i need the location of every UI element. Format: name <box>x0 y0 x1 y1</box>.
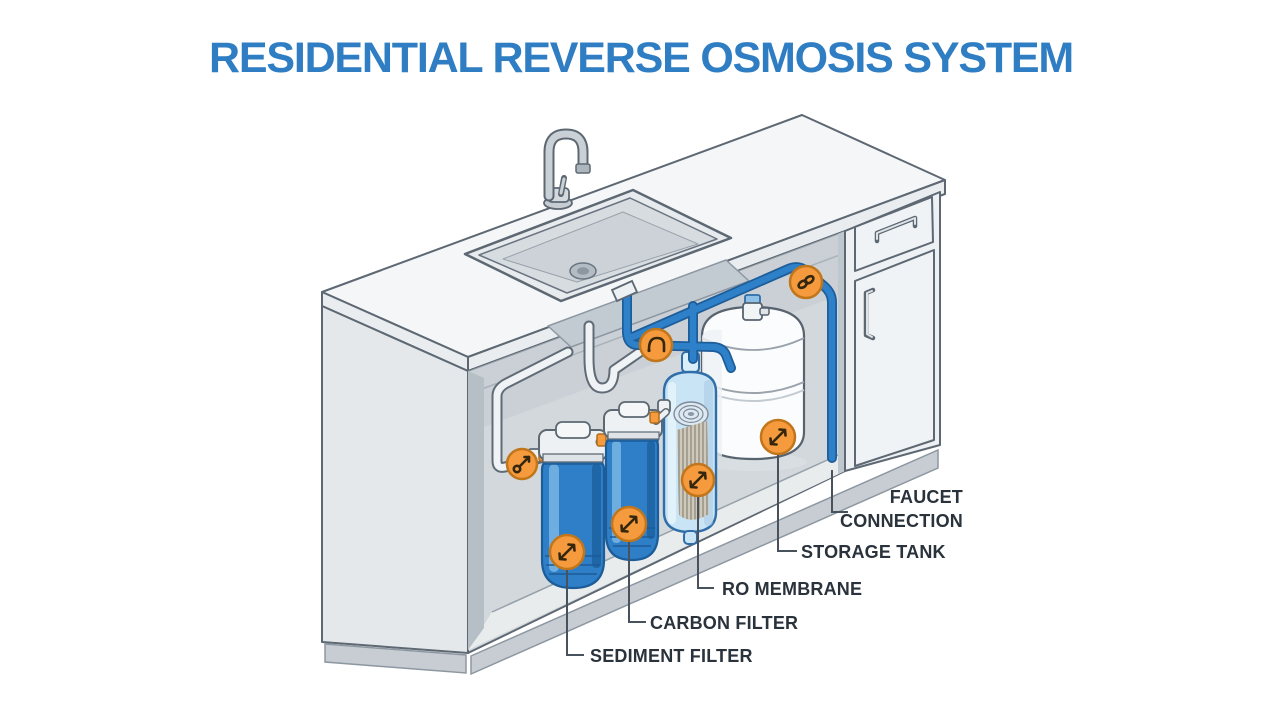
tank-shadow <box>699 453 807 471</box>
leader-storage-tank <box>777 455 797 552</box>
tank-line <box>623 327 735 372</box>
double-arrow-icon <box>769 428 787 446</box>
cabinet-front-kick <box>470 448 939 676</box>
leader-sediment-filter <box>566 570 584 656</box>
cabinet-left-kick <box>324 643 467 674</box>
interior-right-edge <box>838 231 845 474</box>
label-faucet-connection-line1: FAUCET <box>890 487 963 507</box>
double-arrow-icon <box>558 543 576 561</box>
faucet-spout-tip <box>575 163 591 174</box>
label-faucet-connection-line2: CONNECTION <box>840 511 963 531</box>
double-arrow-icon <box>689 471 707 489</box>
key-icon <box>512 455 531 474</box>
floor-wall-junction <box>491 451 846 613</box>
faucet-line-marker <box>638 327 674 363</box>
label-ro-membrane: RO MEMBRANE <box>722 579 862 599</box>
storage-tank-marker <box>759 418 797 456</box>
tank-valve <box>742 294 770 321</box>
cabinet-drawer <box>854 196 934 272</box>
carbon-filter-marker <box>610 505 648 543</box>
drawer-handle <box>874 215 918 244</box>
door-handle <box>863 287 876 341</box>
interior-left-edge <box>468 371 484 650</box>
leader-carbon-filter <box>628 542 646 623</box>
cold-water-supply-line <box>491 346 574 473</box>
faucet-connection-marker <box>788 264 824 300</box>
label-storage-tank: STORAGE TANK <box>801 542 946 562</box>
page-title: RESIDENTIAL REVERSE OSMOSIS SYSTEM <box>209 34 1073 82</box>
cabinet: FAUCET CONNECTION STORAGE TANK RO MEMBRA… <box>321 114 963 676</box>
cabinet-door <box>854 249 935 467</box>
sink-basin-bottom <box>502 211 699 283</box>
interior-floor <box>468 452 845 650</box>
chain-link-icon <box>797 274 815 290</box>
leader-ro-membrane <box>697 497 714 589</box>
faucet-connection-tubing <box>610 262 837 463</box>
faucet-lever <box>558 175 567 197</box>
faucet-shank <box>610 279 639 303</box>
label-carbon-filter: CARBON FILTER <box>650 613 798 633</box>
hook-icon <box>647 336 666 353</box>
label-sediment-filter: SEDIMENT FILTER <box>590 646 753 666</box>
leader-faucet-connection <box>831 470 848 513</box>
sediment-filter-marker <box>548 533 586 571</box>
carbon-outlet-connector <box>649 408 670 425</box>
kitchen-faucet <box>543 128 591 210</box>
ro-membrane <box>657 351 718 545</box>
sink <box>463 188 733 303</box>
supply-valve-marker <box>505 447 539 481</box>
membrane-bottom-port <box>683 530 698 545</box>
cabinet-right-section <box>844 191 941 472</box>
double-arrow-icon <box>620 515 638 533</box>
ro-membrane-marker <box>680 462 716 498</box>
drain-p-trap <box>583 320 646 394</box>
sink-drain <box>569 262 597 280</box>
